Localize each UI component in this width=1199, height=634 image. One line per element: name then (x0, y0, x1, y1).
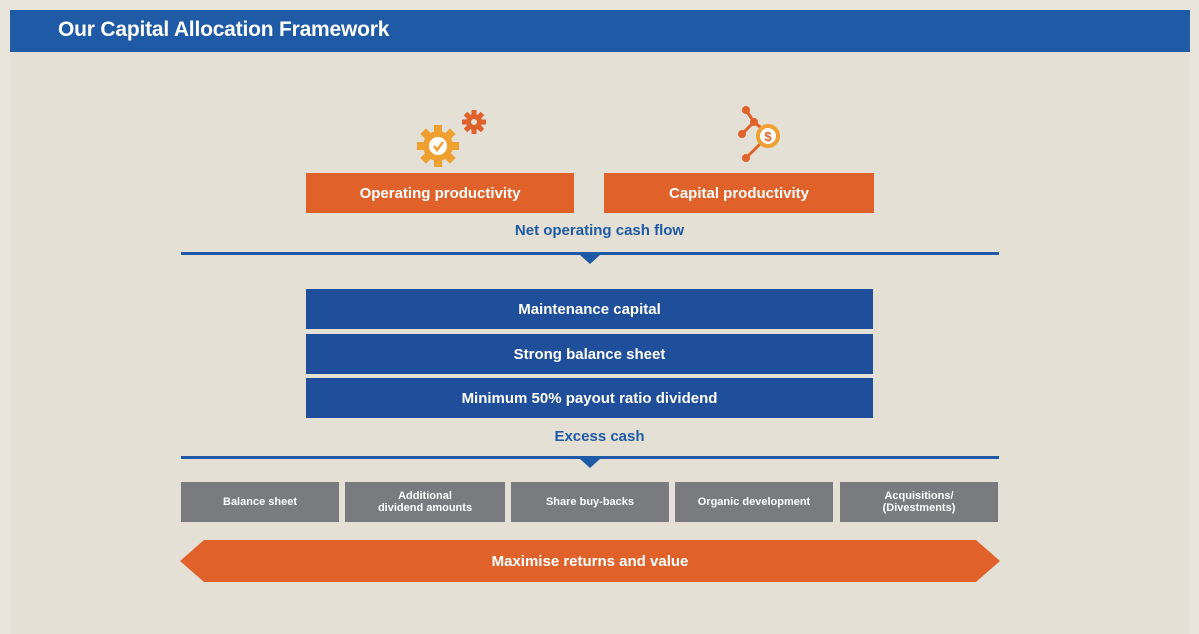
use-of-cash-box: Balance sheet (181, 482, 339, 522)
network-dollar-icon: $ (738, 106, 780, 162)
use-of-cash-box: Organic development (675, 482, 833, 522)
operating-productivity-box: Operating productivity (306, 173, 574, 213)
priority-box: Maintenance capital (306, 289, 873, 329)
net-operating-cash-flow-label: Net operating cash flow (514, 222, 685, 239)
net-cash-divider (181, 252, 999, 255)
capital-productivity-box: Capital productivity (604, 173, 874, 213)
excess-cash-label: Excess cash (554, 428, 645, 445)
down-arrow-icon (580, 255, 600, 264)
svg-text:$: $ (764, 129, 772, 144)
use-of-cash-box: Additional dividend amounts (345, 482, 505, 522)
priority-box: Strong balance sheet (306, 334, 873, 374)
use-of-cash-box: Share buy-backs (511, 482, 669, 522)
priority-box: Minimum 50% payout ratio dividend (306, 378, 873, 418)
header-banner: Our Capital Allocation Framework (10, 10, 1190, 52)
down-arrow-icon (580, 459, 600, 468)
outcome-label: Maximise returns and value (491, 552, 689, 570)
outcome-arrow (180, 540, 1000, 582)
excess-cash-divider (181, 456, 999, 459)
use-of-cash-box: Acquisitions/ (Divestments) (840, 482, 998, 522)
gears-check-icon (417, 110, 486, 167)
page-title: Our Capital Allocation Framework (58, 18, 390, 41)
